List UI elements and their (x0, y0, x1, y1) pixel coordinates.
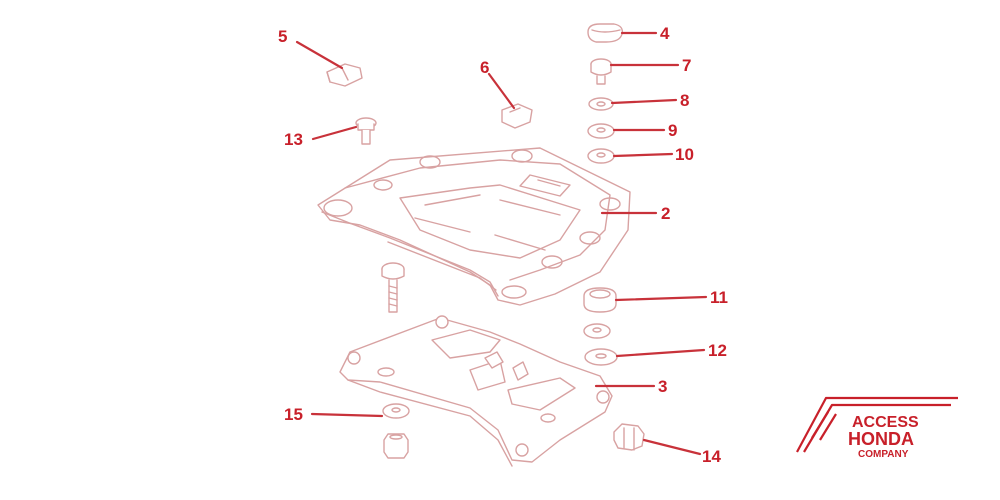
part-6-spacer (501, 103, 533, 129)
callout-8: 8 (680, 91, 689, 110)
part-long-bolt (381, 262, 405, 313)
callout-15: 15 (284, 405, 303, 424)
logo-mark (796, 396, 958, 453)
callout-14: 14 (702, 447, 721, 466)
logo-line-honda: HONDA (848, 429, 914, 449)
part-15-washer-nut (382, 403, 410, 459)
part-11-rubber-mount (583, 287, 617, 313)
logo-line-company: COMPANY (858, 449, 909, 460)
callout-5: 5 (278, 27, 287, 46)
part-13-bolt (355, 117, 377, 145)
callout-2: 2 (661, 204, 670, 223)
callout-12: 12 (708, 341, 727, 360)
part-3-base-bracket (339, 315, 613, 467)
part-5-spacer (326, 63, 363, 87)
part-9-washer (587, 123, 615, 139)
callout-7: 7 (682, 56, 691, 75)
part-2-top-plate (317, 147, 631, 306)
part-14-nut (613, 423, 645, 451)
callout-11: 11 (710, 288, 728, 307)
logo-line-access: ACCESS (852, 414, 919, 431)
callout-10: 10 (675, 145, 694, 164)
part-10-washer (587, 148, 615, 164)
part-8-washer (588, 97, 614, 111)
callout-9: 9 (668, 121, 677, 140)
callout-6: 6 (480, 58, 489, 77)
callout-13: 13 (284, 130, 303, 149)
part-12-washers (583, 323, 618, 366)
part-7-bolt (590, 58, 612, 85)
callout-3: 3 (658, 377, 667, 396)
access-honda-logo: ACCESS HONDA COMPANY (796, 396, 958, 460)
part-4-cap (587, 23, 624, 43)
leader-lines (295, 31, 708, 456)
callout-4: 4 (660, 24, 670, 43)
